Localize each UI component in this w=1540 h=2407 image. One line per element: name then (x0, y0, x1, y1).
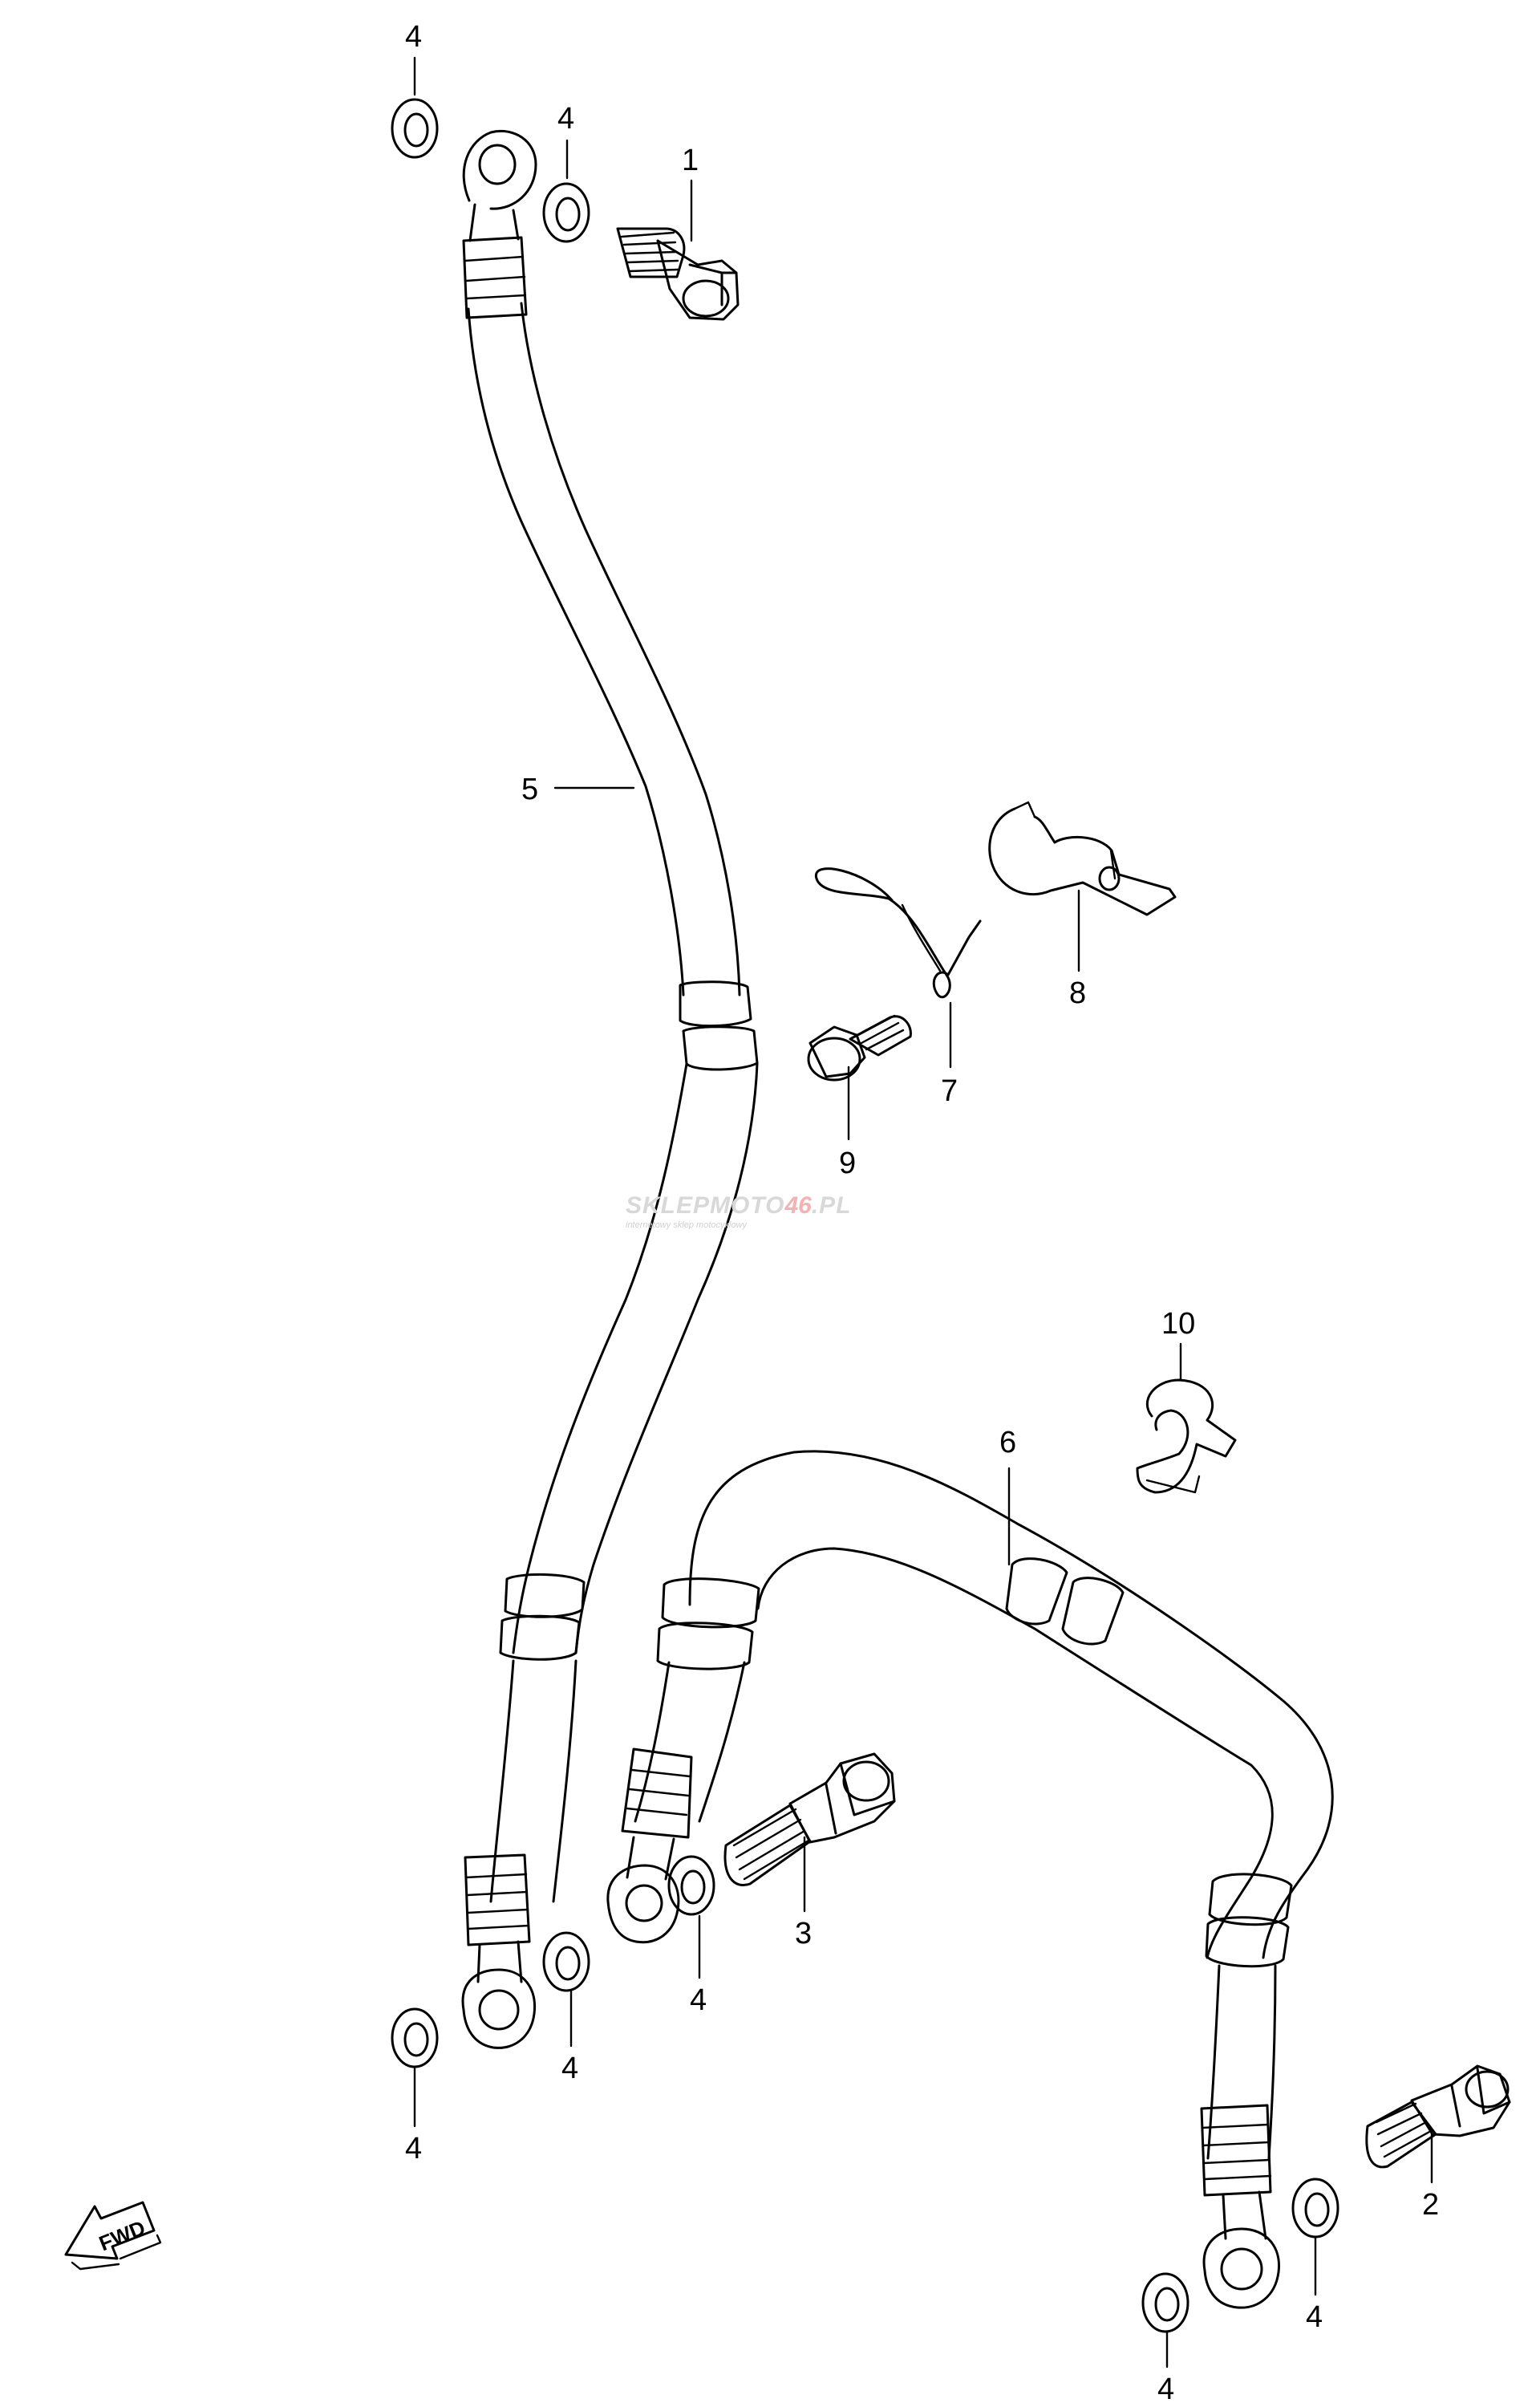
callout-10: 10 (1161, 1307, 1195, 1341)
banjo-fitting-upper-left (462, 130, 537, 242)
callout-4-lower-middle-right: 4 (690, 1983, 707, 2017)
wire-clip-7 (814, 867, 982, 999)
hose-clamp-10 (1136, 1378, 1237, 1494)
brake-hose-6 (606, 1450, 1334, 2309)
callout-5: 5 (521, 773, 538, 806)
washer-4-d (542, 1931, 590, 1992)
banjo-bolt-1 (616, 227, 740, 321)
washer-4-f (1291, 2178, 1339, 2239)
washer-4-g (1141, 2272, 1189, 2333)
callout-8: 8 (1069, 976, 1086, 1010)
callout-3: 3 (795, 1917, 812, 1950)
callout-1: 1 (682, 144, 699, 177)
washer-4-b (542, 182, 590, 243)
callout-2: 2 (1422, 2188, 1439, 2222)
banjo-fitting-lower-middle (606, 1836, 680, 1944)
watermark-tagline: internetowy sklep motocyklowy (626, 1220, 748, 1230)
bolt-9 (807, 1014, 912, 1082)
washer-4-a (391, 98, 439, 159)
bracket-8 (988, 801, 1177, 916)
callout-4-top-left: 4 (405, 20, 422, 54)
banjo-bolt-3 (723, 1752, 896, 1886)
washer-4-e (667, 1855, 715, 1916)
washer-4-c (391, 2007, 439, 2068)
svg-text:SKLEPMOTO46.PL: SKLEPMOTO46.PL (626, 1192, 852, 1219)
forward-arrow-icon: FWD (64, 2201, 162, 2271)
callout-4-lower-right: 4 (1306, 2300, 1323, 2334)
callout-leaders (413, 56, 1433, 2368)
callout-4-lower-middle: 4 (561, 2052, 578, 2085)
watermark: SKLEPMOTO46.PL internetowy sklep motocyk… (626, 1192, 852, 1230)
callout-6: 6 (999, 1426, 1016, 1459)
banjo-bolt-2 (1365, 2064, 1511, 2169)
callout-9: 9 (839, 1147, 856, 1180)
callout-4-bottom: 4 (1157, 2372, 1174, 2406)
banjo-fitting-lower-left (461, 1940, 537, 2049)
callout-4-top-middle: 4 (557, 102, 574, 136)
callout-4-lower-left: 4 (405, 2132, 422, 2165)
callout-7: 7 (941, 1074, 958, 1108)
brake-hose-5 (461, 130, 759, 2049)
banjo-fitting-lower-right (1202, 2190, 1280, 2309)
